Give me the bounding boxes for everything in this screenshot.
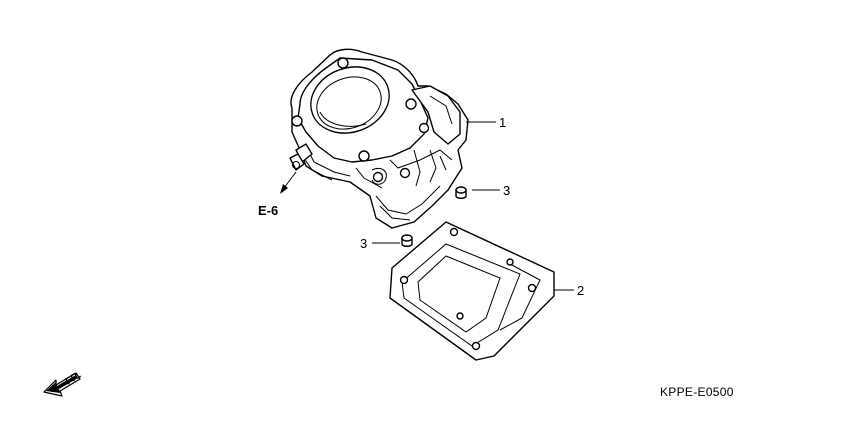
cylinder-part (289, 48, 469, 229)
callout-label-3-upper: 3 (503, 183, 510, 198)
drawing-code: KPPE-E0500 (660, 385, 734, 399)
dowel-pin-upper (455, 186, 467, 199)
reference-arrow-line (283, 171, 297, 189)
dowel-pin-lower (401, 234, 413, 247)
gasket-part (389, 221, 555, 361)
reference-label: E-6 (258, 203, 278, 218)
callout-label-3-lower: 3 (360, 236, 367, 251)
reference-arrowhead (280, 184, 288, 194)
callout-label-2: 2 (577, 283, 584, 298)
front-direction-arrow-icon (43, 372, 81, 397)
callout-label-1: 1 (499, 115, 506, 130)
